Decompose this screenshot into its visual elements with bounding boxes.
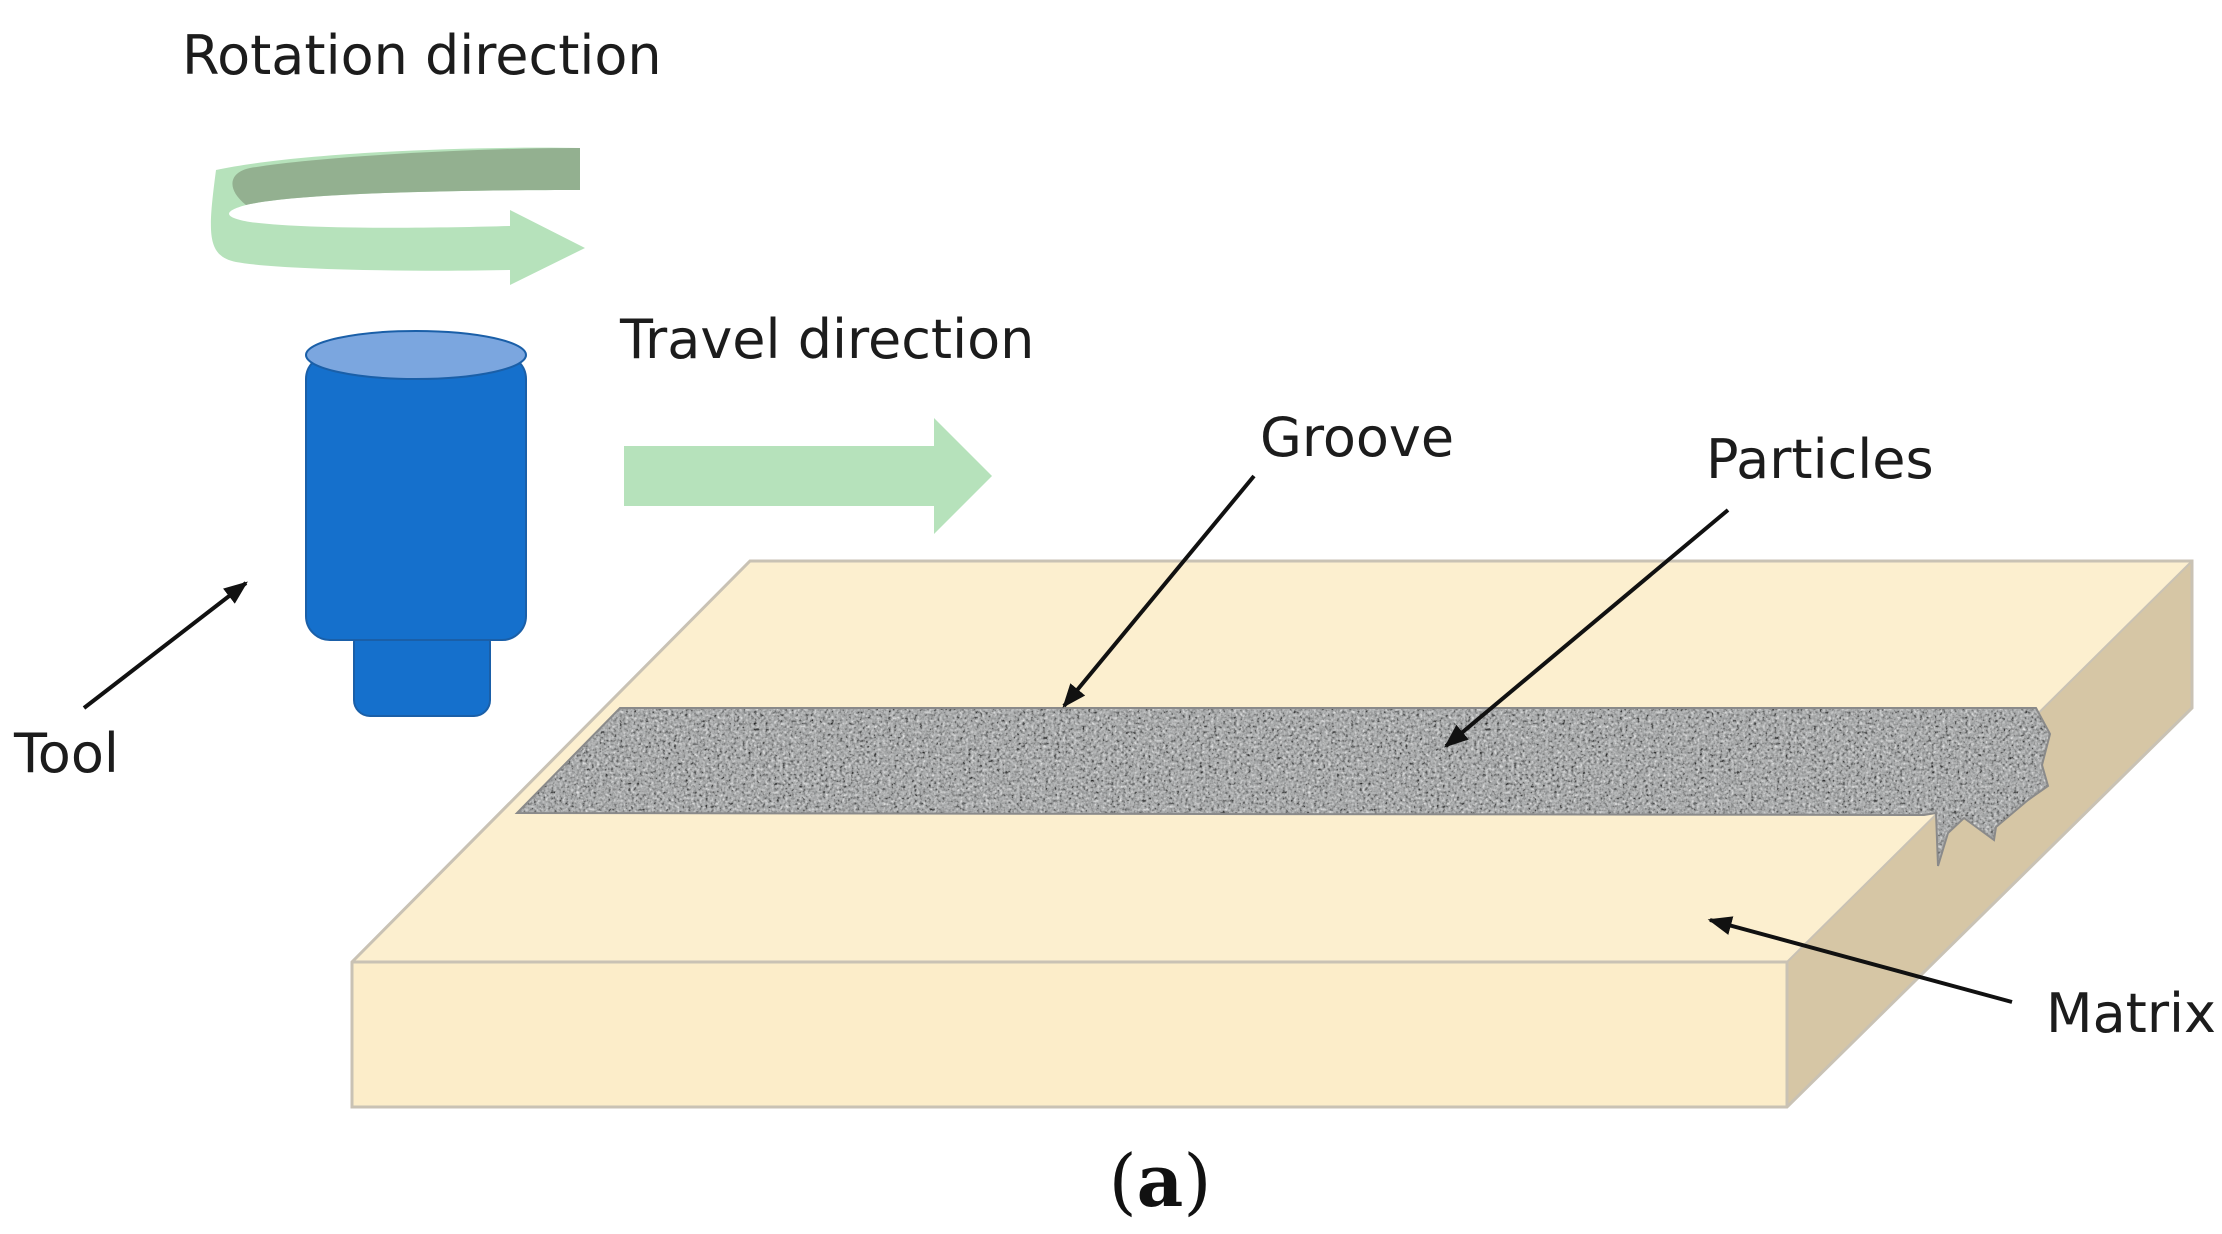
- particles-label: Particles: [1706, 428, 1934, 491]
- groove-pointer-arrow: [1062, 474, 1256, 708]
- tool-pointer-arrow: [82, 581, 248, 710]
- rotation-direction-label: Rotation direction: [182, 24, 662, 87]
- travel-direction-label: Travel direction: [619, 308, 1034, 371]
- figure-caption: (a): [1109, 1138, 1212, 1223]
- tool: [305, 330, 527, 717]
- particles-pointer-arrow: [1444, 508, 1730, 748]
- caption-open-paren: (: [1109, 1139, 1137, 1223]
- travel-arrow: [624, 418, 992, 534]
- groove-label: Groove: [1260, 406, 1454, 469]
- matrix-pointer-arrow: [1707, 916, 2013, 1004]
- matrix-plate: [350, 559, 2194, 1109]
- matrix-label: Matrix: [2046, 982, 2216, 1045]
- plate-front-face: [352, 962, 1787, 1107]
- tool-label: Tool: [13, 722, 119, 785]
- caption-letter: a: [1137, 1138, 1184, 1223]
- caption-close-paren: ): [1183, 1139, 1211, 1223]
- rotation-arrow: [210, 147, 585, 285]
